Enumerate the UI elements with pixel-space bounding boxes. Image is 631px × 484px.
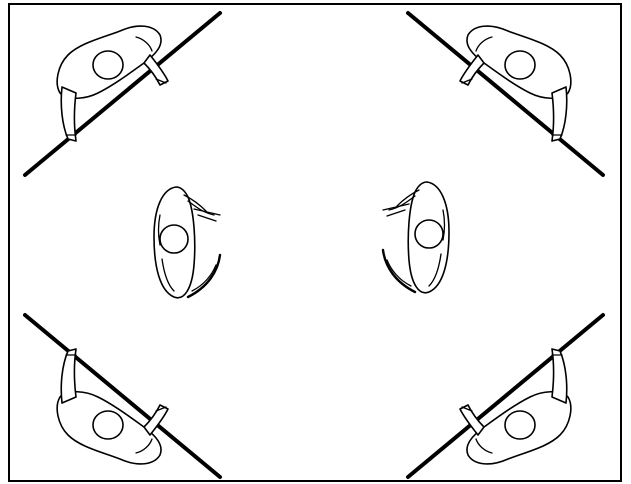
diagram (0, 0, 631, 484)
seating-diagram (0, 0, 631, 484)
